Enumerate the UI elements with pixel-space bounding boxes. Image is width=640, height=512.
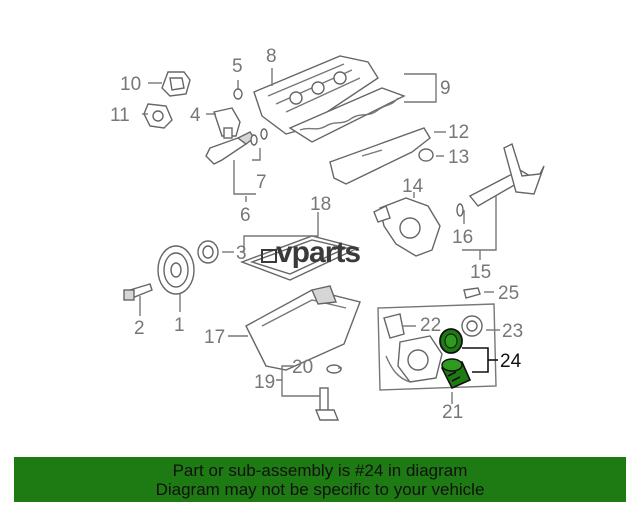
leader-lines [139,68,500,404]
part-4-drawing [213,107,241,139]
part-13-drawing [418,148,434,162]
callout-14: 14 [402,176,424,197]
watermark-text: vparts [276,236,360,269]
part-15-drawing [468,143,545,207]
callout-6: 6 [240,205,251,226]
callout-13: 13 [448,147,469,168]
part-9-drawing [288,87,406,143]
part-1-drawing [157,245,195,295]
part-18-drawing [239,235,361,281]
part-11-drawing [143,103,173,129]
callout-labels: 10 11 5 4 8 9 12 13 7 6 14 18 16 15 25 3… [110,46,523,423]
callout-4: 4 [190,105,201,126]
part-19-drawing [314,387,340,421]
part-21-assembly-box [377,303,497,391]
part-8-drawing [253,55,379,135]
callout-23: 23 [502,321,523,342]
part-6-drawing [205,131,255,165]
callout-18: 18 [310,194,331,215]
callout-15: 15 [470,262,491,283]
part-5-drawing [233,88,243,100]
callout-3: 3 [236,243,247,264]
callout-22: 22 [420,315,441,336]
callout-10: 10 [120,74,141,95]
callout-9: 9 [440,78,451,99]
callout-5: 5 [232,56,243,77]
callout-1: 1 [174,315,185,336]
callout-25: 25 [498,283,519,304]
part-14-drawing [373,197,441,257]
part-10-drawing [161,71,191,97]
part-17-drawing [245,285,361,371]
callout-2: 2 [134,318,145,339]
watermark-logo: vparts [261,236,361,269]
callout-21: 21 [442,402,463,423]
part-3-drawing [197,240,219,264]
part-20-drawing [326,364,342,374]
callout-11: 11 [110,105,130,126]
part-16-drawing [456,203,464,217]
part-25-drawing [463,287,481,299]
part-2-drawing [123,283,153,301]
callout-17: 17 [204,327,225,348]
part-24-drawing[interactable] [439,328,472,390]
info-banner: Part or sub-assembly is #24 in diagram D… [14,457,626,502]
part-12-drawing [329,127,431,185]
callout-12: 12 [448,122,469,143]
banner-line-1: Part or sub-assembly is #24 in diagram [172,461,468,480]
callout-7: 7 [256,172,267,193]
callout-20: 20 [292,357,313,378]
banner-line-2: Diagram may not be specific to your vehi… [155,480,485,499]
callout-19: 19 [254,372,275,393]
callout-8: 8 [266,46,277,67]
callout-16: 16 [452,227,473,248]
callout-24: 24 [500,351,522,372]
leader-lines-highlight [462,347,498,373]
part-7-drawing [250,128,268,146]
